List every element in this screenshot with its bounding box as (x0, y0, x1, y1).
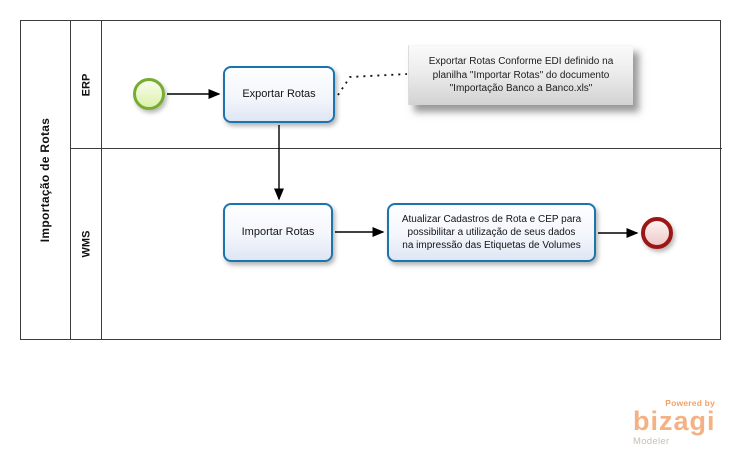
text-annotation[interactable]: Exportar Rotas Conforme EDI definido na … (408, 45, 633, 105)
task-atualizar-line: Atualizar Cadastros de Rota e CEP para (401, 214, 582, 225)
modeler-text: Modeler (633, 436, 670, 447)
task-atualizar-cadastros[interactable]: Atualizar Cadastros de Rota e CEP para p… (387, 203, 596, 262)
start-event[interactable] (133, 78, 165, 110)
task-importar-rotas-label: Importar Rotas (241, 225, 315, 238)
annotation-line: Exportar Rotas Conforme EDI definido na (428, 56, 614, 68)
pool-title-cell[interactable]: Importação de Rotas (21, 21, 71, 339)
task-exportar-rotas-label: Exportar Rotas (242, 87, 316, 100)
end-event[interactable] (641, 217, 673, 249)
task-atualizar-line: possibilitar a utilização de seus dados (407, 227, 576, 238)
task-exportar-rotas[interactable]: Exportar Rotas (223, 66, 335, 123)
task-atualizar-line: na impressão das Etiquetas de Volumes (402, 240, 581, 251)
powered-by-text: Powered by (665, 398, 715, 408)
lane-label-column (71, 21, 102, 339)
bizagi-branding: Powered by bizagi Modeler (633, 398, 725, 447)
bizagi-logo: bizagi (633, 406, 716, 436)
lane-divider (71, 148, 722, 149)
task-importar-rotas[interactable]: Importar Rotas (223, 203, 333, 262)
association-exportar-to-annotation[interactable] (337, 73, 408, 96)
annotation-line: planilha "Importar Rotas" do documento (432, 69, 610, 81)
annotation-line: "Importação Banco a Banco.xls" (449, 83, 593, 95)
